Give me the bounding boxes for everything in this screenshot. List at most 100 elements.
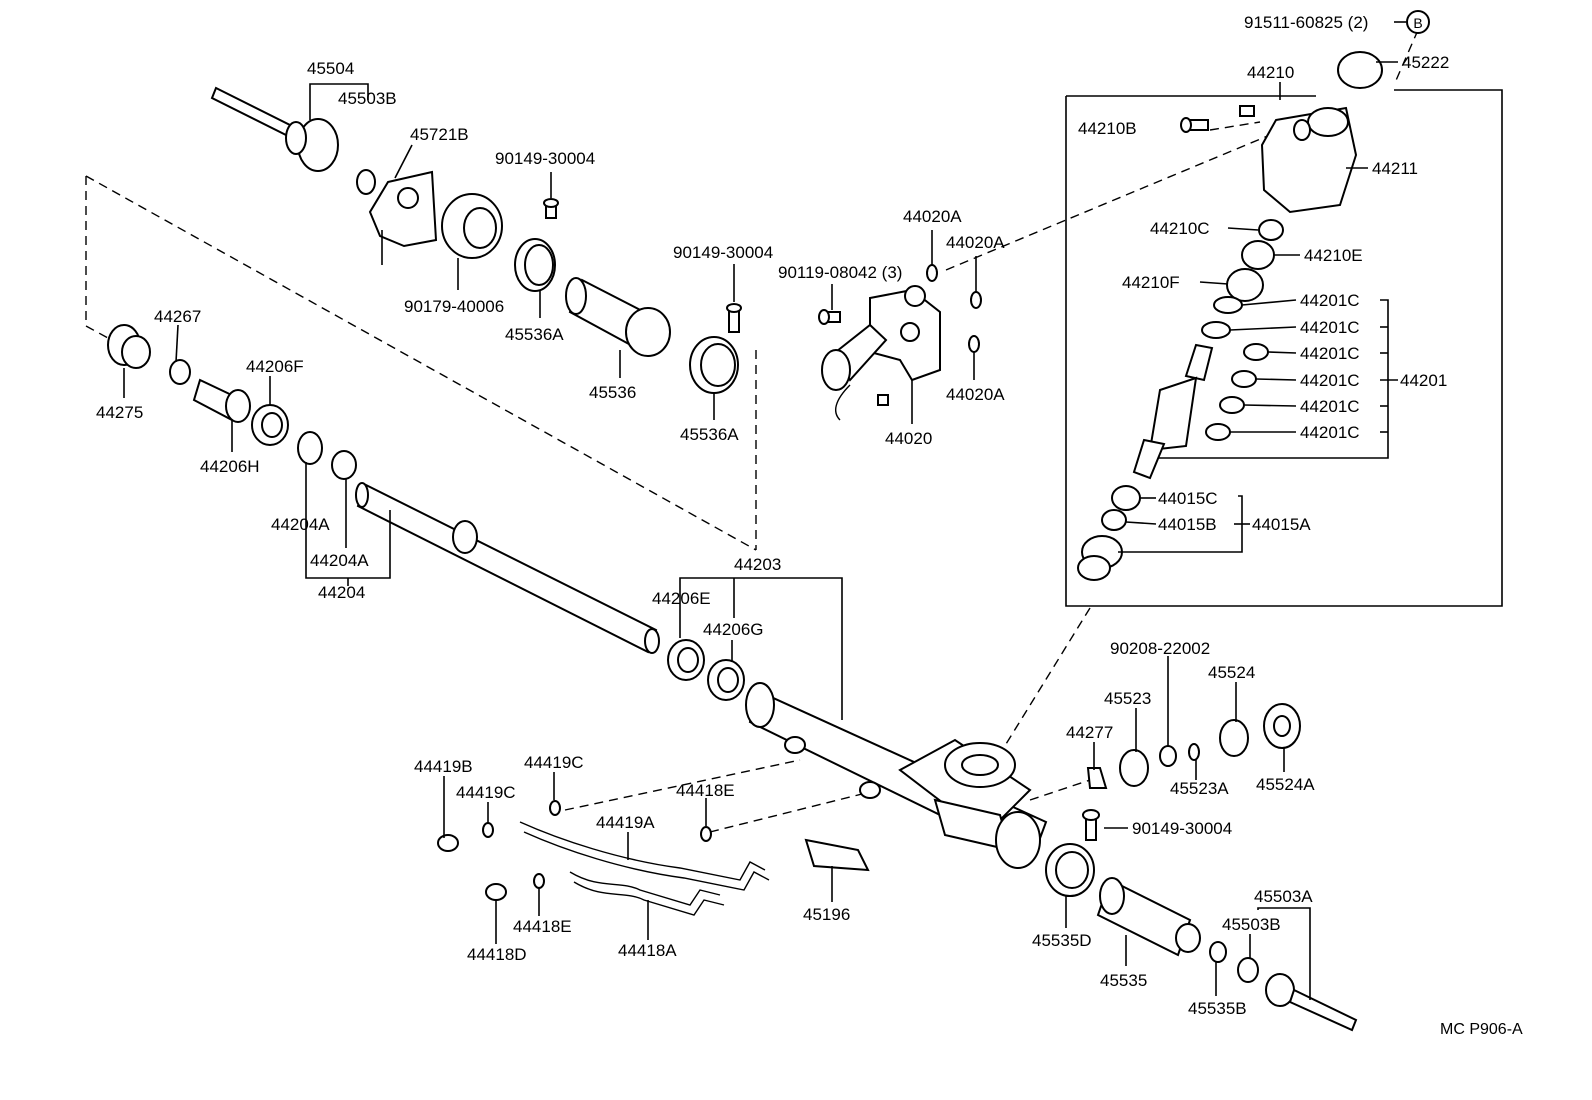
oring-44020a-3 (968, 335, 980, 353)
boot-a (565, 277, 671, 357)
ring-44201c-2 (1201, 321, 1231, 339)
washer-90208 (1159, 745, 1177, 767)
label-44210b: 44210B (1078, 119, 1137, 138)
label-44419c-a: 44419C (456, 783, 516, 802)
label-45503b-bottom: 45503B (1222, 915, 1281, 934)
label-45523: 45523 (1104, 689, 1151, 708)
label-45721b: 45721B (410, 125, 469, 144)
label-91511-60825: 91511-60825 (2) (1244, 13, 1368, 32)
bearing-44015a (1077, 535, 1123, 581)
label-90179-40006: 90179-40006 (404, 297, 504, 316)
label-44204: 44204 (318, 583, 365, 602)
gear-housing-44211 (1260, 106, 1358, 214)
rack-shaft (355, 482, 660, 654)
lock-nut-45524a (1263, 703, 1301, 749)
lock-washer-bottom (1237, 957, 1259, 983)
label-44210f: 44210F (1122, 273, 1180, 292)
label-44277: 44277 (1066, 723, 1113, 742)
rack-bushing-44206h (192, 378, 251, 423)
oring-44210c (1258, 219, 1284, 241)
label-90149-30004-b: 90149-30004 (673, 243, 773, 262)
reference-marker-label: B (1413, 15, 1422, 31)
pressure-line-44419a (519, 821, 770, 891)
label-45523a: 45523A (1170, 779, 1229, 798)
label-45504: 45504 (307, 59, 354, 78)
label-44418e-b: 44418E (513, 917, 572, 936)
part-labels: 45504 45503B 45721B 90149-30004 90179-40… (96, 13, 1523, 1038)
valve-box-outline (1065, 89, 1503, 607)
label-44020a-c: 44020A (946, 385, 1005, 404)
label-44015b: 44015B (1158, 515, 1217, 534)
ring-44201c-6 (1205, 423, 1231, 441)
spring-45523a (1188, 743, 1200, 761)
valve-housing-44020 (818, 285, 941, 421)
label-44015c: 44015C (1158, 489, 1218, 508)
label-45524: 45524 (1208, 663, 1255, 682)
label-45535b: 45535B (1188, 999, 1247, 1018)
bolt-44210b (1180, 117, 1209, 133)
label-44020a-a: 44020A (903, 207, 962, 226)
label-44418d: 44418D (467, 945, 527, 964)
label-44418e-a: 44418E (676, 781, 735, 800)
label-44275: 44275 (96, 403, 143, 422)
label-44020: 44020 (885, 429, 932, 448)
label-44201c-4: 44201C (1300, 371, 1360, 390)
alignment-lines (85, 29, 1419, 833)
label-44201c-6: 44201C (1300, 423, 1360, 442)
union-bolt-44418d (485, 883, 507, 901)
oring-44204a-1 (297, 431, 323, 465)
label-45536: 45536 (589, 383, 636, 402)
gasket-44419c-1 (482, 822, 494, 838)
ring-44201c-4 (1231, 370, 1257, 388)
label-45535: 45535 (1100, 971, 1147, 990)
adjusting-screw-45524 (1219, 719, 1249, 757)
boot-clamp-b (689, 336, 739, 394)
label-45524a: 45524A (1256, 775, 1315, 794)
tie-rod-top (210, 86, 339, 172)
boot-clamp-45535d (1045, 843, 1095, 897)
rack-guide-45523 (1119, 749, 1149, 787)
seal-44206g (707, 659, 745, 701)
label-44419c-b: 44419C (524, 753, 584, 772)
label-44206f: 44206F (246, 357, 304, 376)
ring-44201c-1 (1213, 296, 1243, 314)
bushing-44267 (169, 359, 191, 385)
label-44201c-5: 44201C (1300, 397, 1360, 416)
clip-45535b (1209, 941, 1227, 963)
gasket-44418e-1 (700, 826, 712, 842)
label-44267: 44267 (154, 307, 201, 326)
label-45503a: 45503A (1254, 887, 1313, 906)
oring-44020a-2 (970, 291, 982, 309)
label-90149-30004-a: 90149-30004 (495, 149, 595, 168)
boot-clamp-a (514, 238, 556, 292)
lock-washer-top (356, 169, 376, 195)
oring-44020a-1 (926, 264, 938, 282)
bearing-44210e (1241, 240, 1275, 270)
label-44201: 44201 (1400, 371, 1447, 390)
bolt-90119 (818, 309, 841, 325)
claw-washer (368, 170, 438, 265)
seal-44206e (667, 639, 705, 681)
lock-nut (441, 193, 503, 259)
bolt-a (543, 198, 559, 219)
label-45536a-a: 45536A (505, 325, 564, 344)
label-44015a: 44015A (1252, 515, 1311, 534)
seal-44210f (1226, 268, 1264, 302)
label-44419b: 44419B (414, 757, 473, 776)
gasket-44418e-2 (533, 873, 545, 889)
label-44210c: 44210C (1150, 219, 1210, 238)
gasket-44419c-2 (549, 800, 561, 816)
boot-45535 (1096, 877, 1201, 957)
label-44210: 44210 (1247, 63, 1294, 82)
label-45222: 45222 (1402, 53, 1449, 72)
rack-housing (745, 682, 1048, 869)
label-44206e: 44206E (652, 589, 711, 608)
ring-44201c-5 (1219, 396, 1245, 414)
label-44210e: 44210E (1304, 246, 1363, 265)
label-44201c-3: 44201C (1300, 344, 1360, 363)
seal-44206f (251, 404, 289, 446)
leader-lines (123, 21, 1406, 1000)
bearing-44015c (1111, 485, 1141, 511)
bolt-b (726, 303, 742, 333)
